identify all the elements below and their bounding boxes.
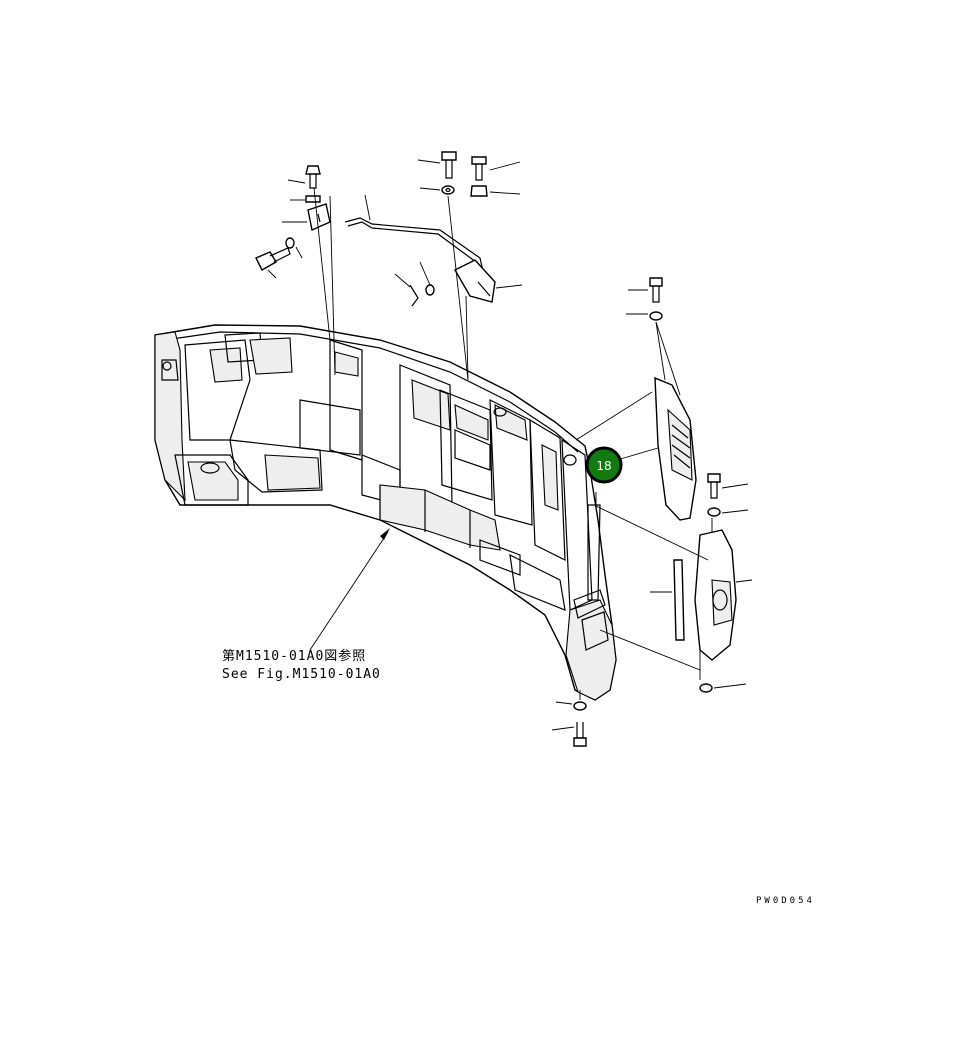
bottom-hardware: [551, 690, 587, 747]
drawing-code: PW0D054: [756, 896, 815, 906]
main-cover-rim: [164, 331, 579, 453]
main-cover-assembly: [154, 324, 617, 701]
callout-number: 18: [596, 459, 611, 473]
callout-marker[interactable]: [585, 446, 623, 484]
reference-leader: [309, 528, 390, 651]
center-rod-hardware: [344, 151, 523, 381]
reference-label-en: See Fig.M1510-01A0: [222, 667, 381, 682]
right-end-block: [565, 599, 617, 701]
reference-label-jp: 第M1510-01A0図参照: [222, 648, 366, 664]
callout-18[interactable]: 18: [585, 446, 623, 484]
left-end-block: [154, 331, 186, 502]
seal-strip: [673, 559, 685, 641]
right-lower-cover: [595, 473, 753, 693]
right-upper-cover: [575, 277, 697, 521]
left-bracket-hardware: [255, 165, 336, 376]
